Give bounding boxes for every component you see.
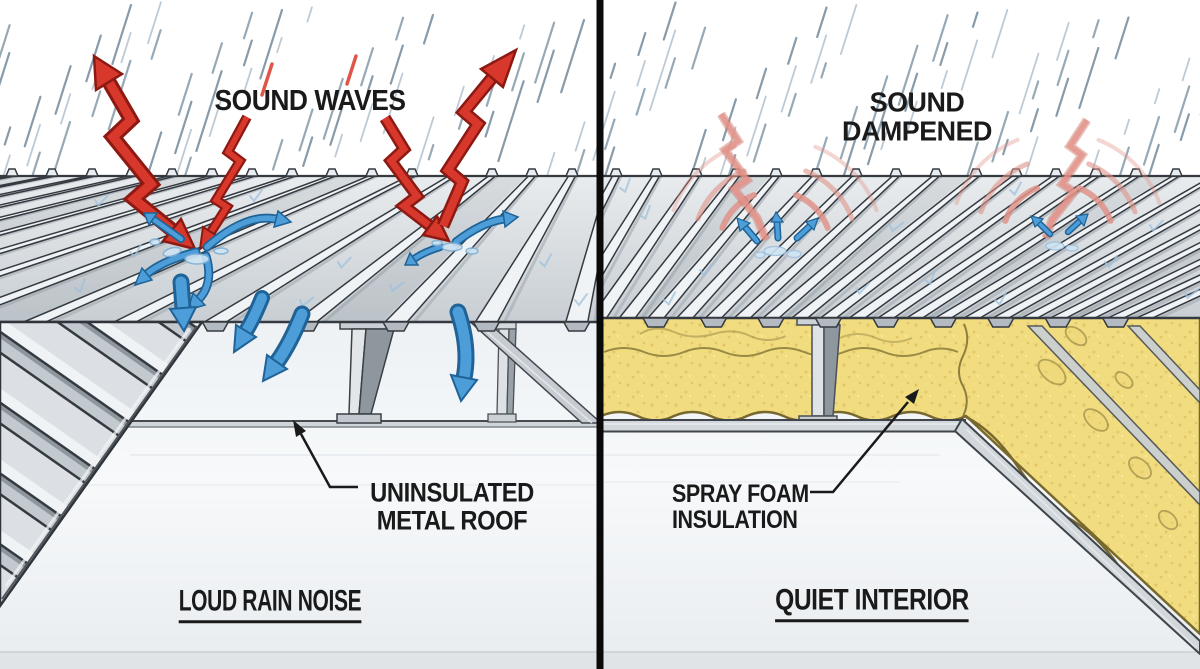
sound-wave-arrow-icon bbox=[379, 114, 452, 243]
corner-purlin-1 bbox=[1026, 325, 1200, 507]
sound-wave-arrow-icon bbox=[437, 47, 519, 229]
metal-roof-band bbox=[0, 168, 1200, 332]
red-rain-streaks-icon bbox=[260, 54, 358, 97]
splash-impact-2 bbox=[403, 209, 520, 266]
label-sound-dampened: SOUND DAMPENED bbox=[842, 86, 992, 147]
mini-splash-arrows bbox=[736, 210, 1089, 259]
eave-corner-panel bbox=[0, 320, 205, 609]
divider-line bbox=[596, 0, 604, 669]
splash-impact-1 bbox=[133, 209, 293, 312]
label-sound-waves: SOUND WAVES bbox=[214, 84, 406, 117]
foam-blobs bbox=[1037, 325, 1179, 531]
ceiling-angle bbox=[601, 418, 1200, 655]
dampened-sound-ripple-icon bbox=[671, 111, 1162, 259]
sound-wave-arrow-icon bbox=[92, 53, 198, 251]
rain-group bbox=[0, 1, 1200, 176]
callout-arrow-icon bbox=[293, 389, 919, 494]
dampened-arcs bbox=[671, 137, 1162, 231]
rib-fan-right bbox=[601, 174, 1200, 320]
spray-foam-band bbox=[599, 314, 1200, 642]
sound-transmission-arrow-icon bbox=[168, 273, 479, 404]
callout-spray-foam-insulation: SPRAY FOAM INSULATION bbox=[672, 480, 809, 535]
label-loud-rain-noise: LOUD RAIN NOISE bbox=[178, 585, 362, 623]
callout-uninsulated-metal-roof: UNINSULATED METAL ROOF bbox=[370, 477, 534, 536]
corner-purlin-2 bbox=[1126, 325, 1200, 405]
purlin-ibeam-near bbox=[336, 319, 399, 424]
label-quiet-interior: QUIET INTERIOR bbox=[775, 584, 969, 622]
rain-splash-arrow-icon bbox=[133, 209, 520, 312]
